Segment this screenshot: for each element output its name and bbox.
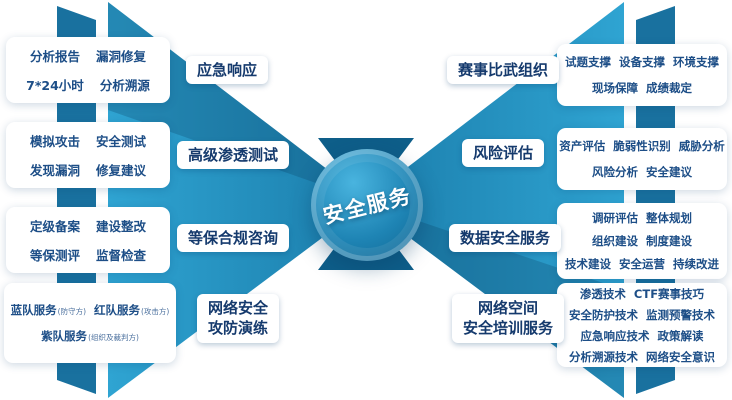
service-item-row: 渗透技术 CTF赛事技巧 xyxy=(580,286,704,302)
service-item: 安全测试 xyxy=(96,134,147,149)
service-item-row: 模拟攻击 安全测试 xyxy=(30,131,146,150)
right-detail-box-1: 试题支撑设备支撑环境支撑现场保障成绩裁定 xyxy=(557,44,727,106)
service-item-row: 紫队服务(组织及裁判方) xyxy=(41,328,139,344)
service-item-qualifier: (攻击方) xyxy=(141,307,170,316)
service-item-row: 试题支撑设备支撑环境支撑 xyxy=(565,54,719,70)
left-detail-box-1: 分析报告 漏洞修复 7*24小时分析溯源 xyxy=(6,37,170,103)
center-title: 安全服务 xyxy=(320,183,414,229)
service-item-row: 等保测评 监督检查 xyxy=(30,245,146,264)
service-item: 风险分析 xyxy=(592,165,638,179)
service-item: 应急响应技术 xyxy=(580,328,650,343)
left-detail-box-2: 模拟攻击 安全测试发现漏洞 修复建议 xyxy=(6,122,170,188)
left-detail-box-4: 蓝队服务(防守方) 红队服务(攻击方) 紫队服务(组织及裁判方) xyxy=(4,283,176,363)
service-item-row: 应急响应技术政策解读 xyxy=(581,328,704,344)
service-item: 技术建设 xyxy=(565,257,611,271)
service-item: 威胁分析 xyxy=(678,139,725,153)
right-category-label-2: 风险评估 xyxy=(462,139,545,168)
category-label-line: 风险评估 xyxy=(473,144,534,162)
category-label-line: 数据安全服务 xyxy=(460,229,551,247)
left-arrow-shadow xyxy=(108,2,370,202)
service-item-row: 安全防护技术监测预警技术 xyxy=(569,307,715,323)
category-label-line: 网络安全 xyxy=(208,299,269,317)
category-label-line: 网络空间 xyxy=(478,299,539,317)
left-category-label-4: 网络安全攻防演练 xyxy=(197,294,280,343)
category-label-line: 高级渗透测试 xyxy=(188,146,279,164)
right-detail-box-2: 资产评估脆弱性识别威胁分析风险分析安全建议 xyxy=(557,128,727,190)
service-item: 发现漏洞 xyxy=(29,163,80,178)
service-item-row: 现场保障成绩裁定 xyxy=(592,80,692,96)
service-item: 红队服务(攻击方) xyxy=(94,303,170,317)
service-item: 监测预警技术 xyxy=(646,307,715,322)
service-item-qualifier: (组织及裁判方) xyxy=(88,333,139,342)
service-item: 持续改进 xyxy=(673,257,719,271)
service-item: 漏洞修复 xyxy=(96,49,147,64)
service-item: 监督检查 xyxy=(96,248,147,263)
service-item-row: 技术建设安全运营持续改进 xyxy=(565,256,719,272)
service-item: 模拟攻击 xyxy=(29,134,80,149)
category-label-line: 等保合规咨询 xyxy=(188,229,279,247)
right-category-label-4: 网络空间安全培训服务 xyxy=(452,294,565,343)
service-item-row: 定级备案 建设整改 xyxy=(30,216,146,235)
service-item: 7*24小时 xyxy=(26,78,84,93)
service-item: 紫队服务(组织及裁判方) xyxy=(41,329,139,343)
left-category-label-3: 等保合规咨询 xyxy=(177,224,290,253)
center-badge: 安全服务 xyxy=(311,149,423,261)
service-item: 环境支撑 xyxy=(673,55,719,69)
service-item-row: 风险分析安全建议 xyxy=(592,164,692,180)
left-category-label-2: 高级渗透测试 xyxy=(177,141,290,170)
service-item: 组织建设 xyxy=(592,234,638,248)
left-category-label-1: 应急响应 xyxy=(186,56,269,85)
service-item: 建设整改 xyxy=(96,219,147,234)
service-item: 制度建设 xyxy=(646,234,692,248)
left-detail-box-3: 定级备案 建设整改等保测评 监督检查 xyxy=(6,207,170,273)
service-item: 分析溯源技术 xyxy=(569,349,638,364)
service-item-row: 蓝队服务(防守方) 红队服务(攻击方) xyxy=(11,302,170,318)
service-item: 定级备案 xyxy=(29,219,80,234)
right-category-label-3: 数据安全服务 xyxy=(449,224,562,253)
service-item: 脆弱性识别 xyxy=(613,139,671,153)
service-item: 渗透技术 xyxy=(579,286,626,301)
category-label-line: 赛事比武组织 xyxy=(458,61,549,79)
service-item: 政策解读 xyxy=(657,328,704,343)
service-item: CTF赛事技巧 xyxy=(633,286,705,301)
service-item-row: 分析溯源技术网络安全意识 xyxy=(569,349,715,365)
service-item-row: 调研评估整体规划 xyxy=(592,210,692,226)
service-item: 整体规划 xyxy=(646,211,692,225)
service-item-row: 7*24小时分析溯源 xyxy=(26,75,150,94)
service-item-qualifier: (防守方) xyxy=(57,307,86,316)
service-item: 现场保障 xyxy=(592,81,638,95)
category-label-line: 攻防演练 xyxy=(208,319,269,338)
service-item: 安全防护技术 xyxy=(569,307,638,322)
service-item-row: 发现漏洞 修复建议 xyxy=(30,160,146,179)
right-detail-box-3: 调研评估整体规划组织建设制度建设技术建设安全运营持续改进 xyxy=(557,203,727,279)
category-label-line: 安全培训服务 xyxy=(463,319,554,338)
service-item-row: 分析报告 漏洞修复 xyxy=(30,46,146,65)
service-item: 修复建议 xyxy=(96,163,147,178)
service-item: 试题支撑 xyxy=(565,55,611,69)
category-label-line: 应急响应 xyxy=(197,61,258,79)
service-item: 安全建议 xyxy=(646,165,692,179)
service-item: 网络安全意识 xyxy=(646,349,715,364)
right-category-label-1: 赛事比武组织 xyxy=(447,56,560,85)
service-item: 成绩裁定 xyxy=(646,81,692,95)
service-item-row: 资产评估脆弱性识别威胁分析 xyxy=(559,138,725,154)
service-item: 蓝队服务(防守方) xyxy=(10,303,86,317)
service-item: 安全运营 xyxy=(619,257,665,271)
service-item: 分析溯源 xyxy=(99,78,150,93)
service-item: 等保测评 xyxy=(29,248,80,263)
service-item: 调研评估 xyxy=(592,211,638,225)
service-item: 设备支撑 xyxy=(619,55,665,69)
service-item: 资产评估 xyxy=(559,139,606,153)
service-item: 分析报告 xyxy=(29,49,80,64)
service-item-row: 组织建设制度建设 xyxy=(592,233,692,249)
